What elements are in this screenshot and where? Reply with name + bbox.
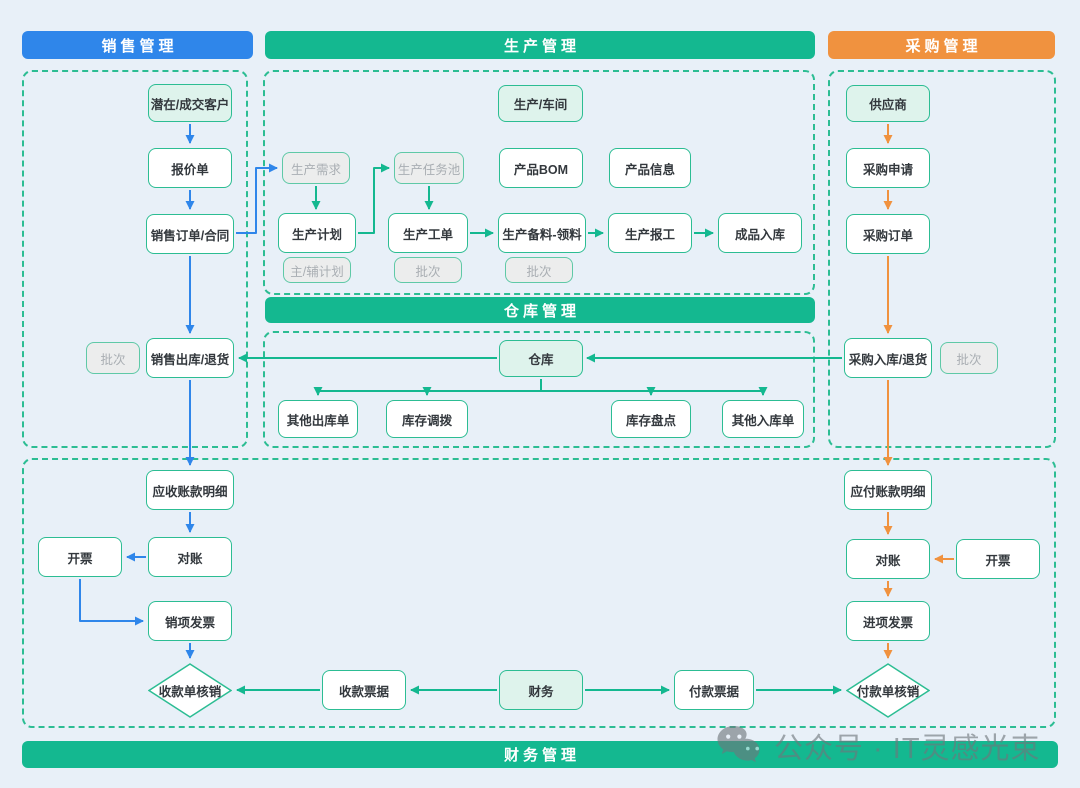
node-quotation-label: 报价单	[171, 162, 209, 177]
purchase-lane-container	[828, 70, 1056, 448]
node-product-info-label: 产品信息	[624, 162, 675, 177]
sales-header: 销售管理	[22, 31, 253, 59]
node-reconcile-right: 对账	[846, 539, 930, 579]
node-batch-sales: 批次	[86, 342, 140, 374]
node-reconcile-left: 对账	[148, 537, 232, 577]
sales-lane-container	[22, 70, 248, 448]
node-product-bom: 产品BOM	[499, 148, 583, 188]
node-production-workorder: 生产工单	[388, 213, 468, 253]
node-purchase-inbound: 采购入库/退货	[844, 338, 932, 378]
node-production-demand: 生产需求	[282, 152, 350, 184]
node-payment-writeoff-label: 付款单核销	[856, 685, 920, 699]
production-header-label: 生产管理	[503, 37, 580, 55]
node-purchase-order-label: 采购订单	[862, 228, 913, 243]
node-sales-outbound: 销售出库/退货	[146, 338, 234, 378]
node-input-invoice-label: 进项发票	[862, 615, 913, 630]
warehouse-header: 仓库管理	[265, 297, 815, 323]
node-production-plan: 生产计划	[278, 213, 356, 253]
node-production-task-pool: 生产任务池	[394, 152, 464, 184]
node-purchase-order: 采购订单	[846, 214, 930, 254]
node-output-invoice-label: 销项发票	[164, 615, 215, 630]
node-production-workshop: 生产/车间	[498, 85, 583, 122]
node-product-bom-label: 产品BOM	[513, 162, 569, 177]
node-main-aux-plan-label: 主/辅计划	[290, 264, 344, 279]
node-input-invoice: 进项发票	[846, 601, 930, 641]
warehouse-header-label: 仓库管理	[503, 302, 580, 320]
sales-header-label: 销售管理	[101, 37, 178, 55]
node-receipt-note-label: 收款票据	[338, 684, 389, 699]
node-finance-label: 财务	[528, 684, 554, 699]
node-main-aux-plan: 主/辅计划	[283, 257, 351, 283]
node-batch-purchase-label: 批次	[956, 352, 982, 367]
node-receipt-writeoff-label: 收款单核销	[158, 685, 222, 699]
node-payable-detail: 应付账款明细	[844, 470, 932, 510]
node-receivable-detail: 应收账款明细	[146, 470, 234, 510]
node-invoice-right-label: 开票	[985, 553, 1011, 568]
node-sales-order-label: 销售订单/合同	[150, 228, 230, 243]
node-sales-order: 销售订单/合同	[146, 214, 234, 254]
purchase-header: 采购管理	[828, 31, 1055, 59]
node-supplier: 供应商	[846, 85, 930, 122]
node-production-demand-label: 生产需求	[290, 162, 341, 177]
node-other-inbound-label: 其他入库单	[731, 413, 795, 428]
node-potential-customer: 潜在/成交客户	[148, 84, 232, 122]
node-payable-detail-label: 应付账款明细	[850, 484, 926, 499]
node-finance: 财务	[499, 670, 583, 710]
node-invoice-left: 开票	[38, 537, 122, 577]
node-quotation: 报价单	[148, 148, 232, 188]
node-invoice-left-label: 开票	[67, 551, 93, 566]
node-production-workorder-label: 生产工单	[402, 227, 453, 242]
node-production-report: 生产报工	[608, 213, 692, 253]
node-other-inbound: 其他入库单	[722, 400, 804, 438]
node-payment-writeoff: 付款单核销	[846, 663, 930, 718]
node-stock-count: 库存盘点	[611, 400, 691, 438]
node-finished-inbound: 成品入库	[718, 213, 802, 253]
node-purchase-request: 采购申请	[846, 148, 930, 188]
production-header: 生产管理	[265, 31, 815, 59]
node-production-material-label: 生产备料-领料	[502, 227, 582, 242]
node-production-task-pool-label: 生产任务池	[397, 162, 461, 177]
node-batch-workorder: 批次	[394, 257, 462, 283]
purchase-header-label: 采购管理	[905, 37, 982, 55]
finance-lane-container	[22, 458, 1056, 728]
node-purchase-request-label: 采购申请	[862, 162, 913, 177]
node-production-material: 生产备料-领料	[498, 213, 586, 253]
node-stock-transfer-label: 库存调拨	[401, 413, 452, 428]
node-payment-note-label: 付款票据	[688, 684, 739, 699]
node-invoice-right: 开票	[956, 539, 1040, 579]
node-warehouse: 仓库	[499, 340, 583, 377]
node-stock-count-label: 库存盘点	[625, 413, 676, 428]
node-batch-material: 批次	[505, 257, 573, 283]
node-batch-material-label: 批次	[526, 264, 552, 279]
node-product-info: 产品信息	[609, 148, 691, 188]
node-batch-sales-label: 批次	[100, 352, 126, 367]
node-reconcile-right-label: 对账	[875, 553, 901, 568]
node-finished-inbound-label: 成品入库	[734, 227, 785, 242]
warehouse-lane-container	[263, 331, 815, 448]
node-production-workshop-label: 生产/车间	[513, 98, 568, 112]
node-other-outbound: 其他出库单	[278, 400, 358, 438]
node-production-plan-label: 生产计划	[291, 227, 342, 242]
node-stock-transfer: 库存调拨	[386, 400, 468, 438]
node-sales-outbound-label: 销售出库/退货	[150, 352, 230, 367]
node-batch-purchase: 批次	[940, 342, 998, 374]
node-payment-note: 付款票据	[674, 670, 754, 710]
node-supplier-label: 供应商	[869, 98, 907, 112]
node-receipt-writeoff: 收款单核销	[148, 663, 232, 718]
node-other-outbound-label: 其他出库单	[286, 413, 350, 428]
node-reconcile-left-label: 对账	[177, 551, 203, 566]
node-purchase-inbound-label: 采购入库/退货	[848, 352, 928, 367]
finance-header-label: 财务管理	[503, 747, 580, 764]
finance-header: 财务管理	[22, 741, 1058, 768]
node-warehouse-label: 仓库	[528, 353, 554, 367]
node-production-report-label: 生产报工	[624, 227, 675, 242]
node-potential-customer-label: 潜在/成交客户	[150, 97, 230, 112]
node-batch-workorder-label: 批次	[415, 264, 441, 279]
node-receivable-detail-label: 应收账款明细	[152, 484, 228, 499]
node-output-invoice: 销项发票	[148, 601, 232, 641]
node-receipt-note: 收款票据	[322, 670, 406, 710]
